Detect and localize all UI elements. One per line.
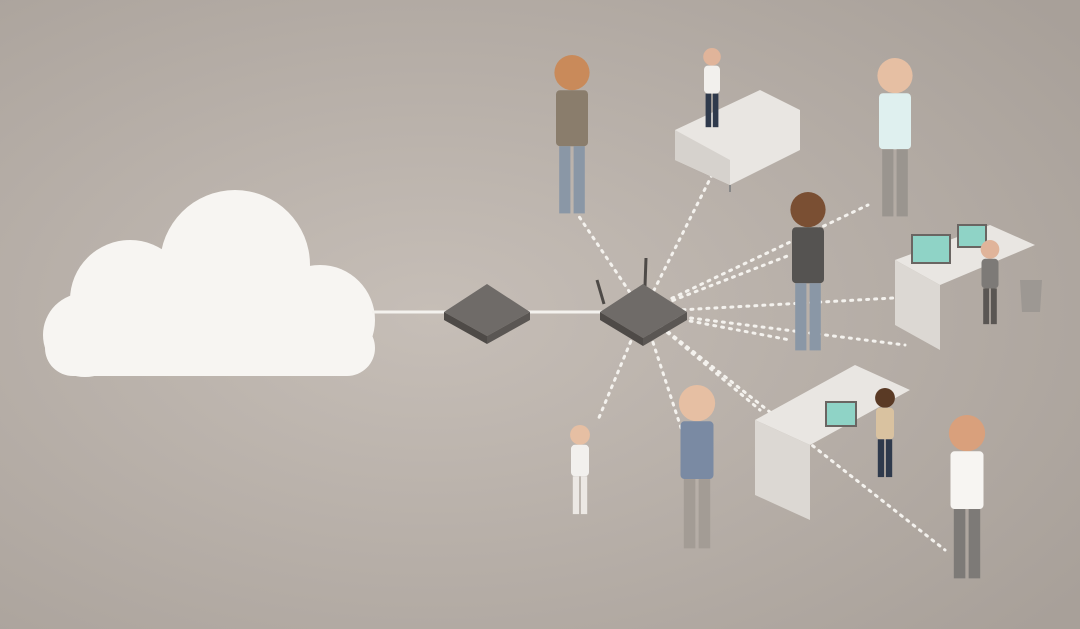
person-icon xyxy=(554,55,590,214)
person-icon xyxy=(875,388,895,478)
desk-workstation-icon xyxy=(755,365,910,520)
people xyxy=(554,48,1000,579)
person-icon xyxy=(948,415,986,579)
wireless-link xyxy=(641,203,870,314)
person-icon xyxy=(570,425,590,515)
wireless-link xyxy=(641,296,895,314)
cloud-icon xyxy=(43,190,375,377)
desk-workstation-icon xyxy=(895,224,1042,350)
modem-icon xyxy=(444,284,530,344)
person-icon xyxy=(703,48,721,128)
wireless-link xyxy=(641,310,687,442)
armchair-icon xyxy=(675,90,800,192)
router-icon xyxy=(595,257,687,346)
person-icon xyxy=(790,192,826,351)
person-icon xyxy=(678,385,716,549)
wireless-link xyxy=(641,173,714,314)
person-icon xyxy=(980,240,1000,325)
person-icon xyxy=(877,58,913,217)
